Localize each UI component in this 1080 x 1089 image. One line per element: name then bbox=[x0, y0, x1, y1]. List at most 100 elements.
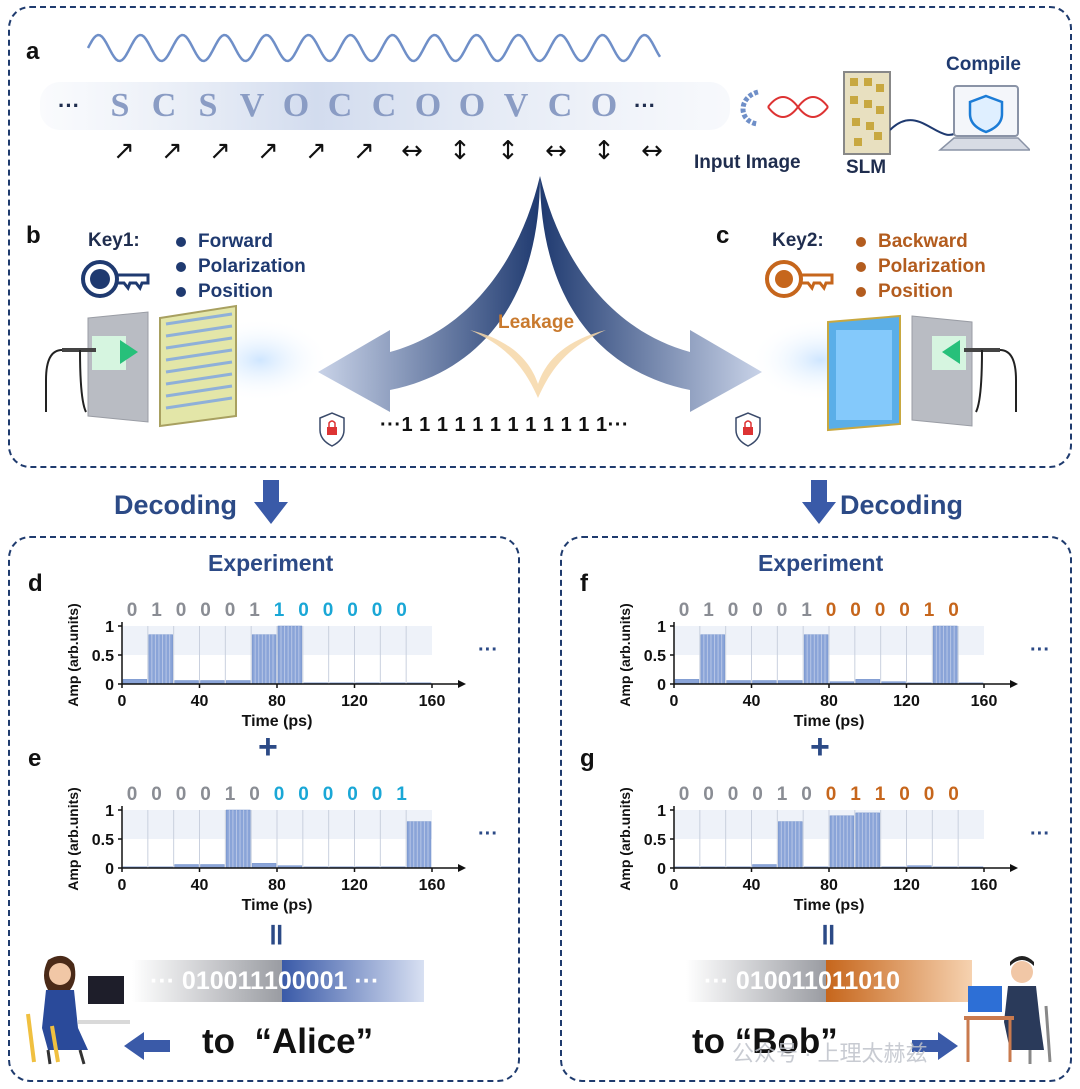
bullet-dot-icon bbox=[856, 236, 866, 247]
watermark: 公众号 · 上理太赫兹 bbox=[732, 1041, 928, 1066]
bit-label: 1 bbox=[801, 600, 812, 621]
input-image-label: Input Image bbox=[694, 152, 801, 173]
sequence-letter: C bbox=[547, 87, 573, 124]
sequence-letter: C bbox=[327, 87, 353, 124]
slm-device-icon bbox=[843, 71, 891, 155]
bit-label: 0 bbox=[298, 600, 309, 621]
bit-label: 1 bbox=[777, 784, 788, 805]
ellipsis-left: ··· bbox=[58, 93, 80, 118]
polarization-arrow-icon: ↗ bbox=[305, 136, 327, 166]
key-item-label: Polarization bbox=[878, 255, 986, 277]
bullet-dot-icon bbox=[176, 286, 186, 297]
amplitude-bar bbox=[778, 821, 803, 869]
plus-sign-left: + bbox=[258, 728, 278, 766]
panel-label-b: b bbox=[26, 222, 41, 249]
equals-sign-right: ॥ bbox=[818, 918, 836, 951]
bit-label: 1 bbox=[396, 784, 407, 805]
sequence-letter: C bbox=[151, 87, 177, 124]
decoding-label-right: Decoding bbox=[840, 490, 964, 520]
lock-icon-left bbox=[319, 412, 345, 447]
key-item: Position bbox=[176, 279, 306, 304]
result-bar-right: ··· 010011 011010 bbox=[686, 960, 972, 1002]
bit-label: 1 bbox=[225, 784, 236, 805]
to-alice-text: to “Alice” bbox=[202, 1022, 374, 1061]
experiment-title-left: Experiment bbox=[208, 550, 334, 576]
y-axis-label: Amp (arb.units) bbox=[617, 603, 633, 706]
key-item: Polarization bbox=[856, 254, 986, 279]
bit-label: 0 bbox=[323, 600, 334, 621]
y-tick-label: 1 bbox=[657, 619, 666, 636]
y-axis-label: Amp (arb.units) bbox=[617, 787, 633, 890]
bit-label: 0 bbox=[850, 600, 861, 621]
polarization-arrow-icon: ↗ bbox=[209, 136, 231, 166]
to-bob-text: to “Bob” bbox=[692, 1022, 838, 1061]
more-ellipsis: ··· bbox=[478, 639, 498, 661]
bit-label: 0 bbox=[347, 784, 358, 805]
key-item: Polarization bbox=[176, 254, 306, 279]
top-panel bbox=[8, 6, 1072, 468]
equals-sign-left: ॥ bbox=[266, 918, 284, 951]
left-arrow-icon bbox=[124, 1032, 170, 1060]
right-metasurface bbox=[750, 314, 1017, 432]
bit-label: 0 bbox=[728, 784, 739, 805]
alice-illustration bbox=[26, 955, 130, 1065]
bit-label: 0 bbox=[127, 784, 138, 805]
key-item-label: Backward bbox=[878, 230, 968, 252]
x-tick-label: 120 bbox=[893, 693, 920, 710]
x-tick-label: 160 bbox=[419, 693, 446, 710]
decoding-label-left: Decoding bbox=[114, 490, 238, 520]
bottom-right-panel bbox=[560, 536, 1072, 1082]
sequence-letter: O bbox=[590, 87, 618, 124]
sequence-letter: C bbox=[371, 87, 397, 124]
y-axis-label: Amp (arb.units) bbox=[65, 787, 81, 890]
polarization-arrow-icon: ↗ bbox=[113, 136, 135, 166]
x-tick-label: 40 bbox=[743, 877, 761, 894]
y-tick-label: 1 bbox=[105, 803, 114, 820]
result-left-gray-bits: 010011 bbox=[181, 966, 264, 995]
polarization-arrow-icon: ↗ bbox=[257, 136, 279, 166]
key-item: Position bbox=[856, 279, 986, 304]
y-tick-label: 0 bbox=[657, 677, 666, 694]
polarization-arrow-icon: ↕ bbox=[497, 136, 519, 166]
x-axis-arrow-icon bbox=[458, 864, 466, 872]
bit-label: 0 bbox=[826, 784, 837, 805]
arrow-to-right bbox=[540, 176, 762, 412]
bit-label: 0 bbox=[948, 600, 959, 621]
x-axis-arrow-icon bbox=[1010, 864, 1018, 872]
y-tick-label: 0.5 bbox=[92, 832, 114, 849]
compile-label: Compile bbox=[946, 54, 1021, 75]
light-wave bbox=[40, 33, 730, 130]
bullet-dot-icon bbox=[176, 261, 186, 272]
bit-label: 0 bbox=[679, 600, 690, 621]
x-tick-label: 160 bbox=[971, 877, 998, 894]
lock-icon-right bbox=[735, 412, 761, 447]
x-tick-label: 40 bbox=[743, 693, 761, 710]
panel-label-c: c bbox=[716, 222, 730, 249]
arrow-to-left bbox=[318, 176, 540, 412]
bit-label: 0 bbox=[752, 784, 763, 805]
y-tick-label: 1 bbox=[657, 803, 666, 820]
x-tick-label: 80 bbox=[820, 877, 838, 894]
bit-label: 0 bbox=[200, 600, 211, 621]
bit-label: 0 bbox=[249, 784, 260, 805]
polarization-arrow-icon: ↔ bbox=[641, 136, 663, 166]
bit-label: 1 bbox=[850, 784, 861, 805]
panel-label-a: a bbox=[26, 38, 40, 65]
bit-label: 0 bbox=[151, 784, 162, 805]
sequence-letter: V bbox=[503, 87, 529, 124]
leakage-label: Leakage bbox=[498, 312, 575, 333]
x-tick-label: 0 bbox=[670, 693, 679, 710]
bit-label: 1 bbox=[249, 600, 260, 621]
bit-label: 0 bbox=[679, 784, 690, 805]
down-arrow-icon-left bbox=[254, 480, 288, 524]
key-item-label: Forward bbox=[198, 230, 273, 252]
result-left-suffix: ··· bbox=[347, 966, 380, 995]
experiment-title-right: Experiment bbox=[758, 550, 884, 576]
bob-illustration bbox=[964, 956, 1052, 1064]
beam-band bbox=[40, 82, 730, 130]
result-right-color-bits: 011010 bbox=[817, 966, 901, 995]
result-right-gray-bits: 010011 bbox=[735, 966, 818, 995]
key-item-label: Position bbox=[878, 280, 953, 302]
